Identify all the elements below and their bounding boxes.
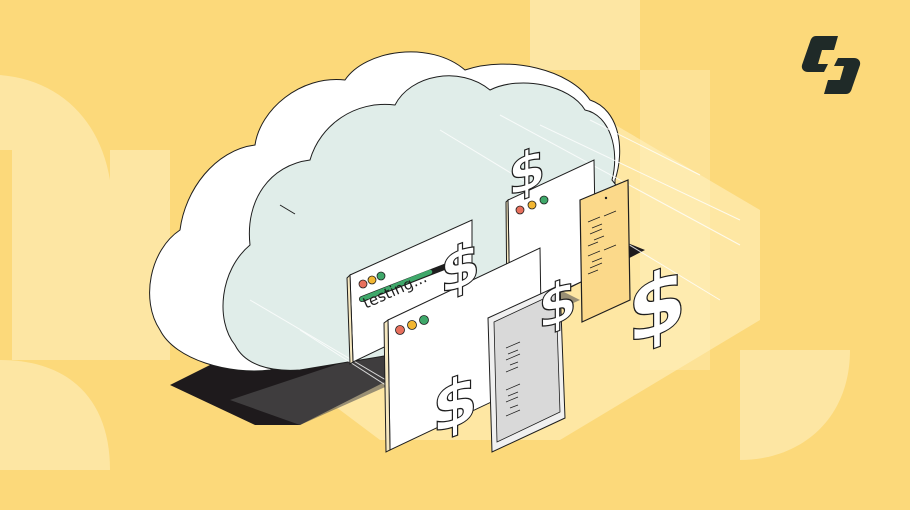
dollar-icon: $ xyxy=(440,227,480,309)
progress-fill xyxy=(359,269,433,302)
phone-code-lines xyxy=(587,210,617,275)
bg-shape-left-bottom xyxy=(0,360,110,470)
cloud-highlight xyxy=(380,57,420,66)
cloud-crease xyxy=(279,204,296,215)
maximize-dot xyxy=(539,195,549,205)
bg-shape-bottom-right xyxy=(740,350,850,460)
close-dot xyxy=(515,205,525,215)
cloud-highlight-left xyxy=(165,260,174,312)
bg-shape-top xyxy=(530,0,640,70)
brand-logo-icon xyxy=(801,36,861,94)
bg-shape-left xyxy=(0,75,170,360)
minimize-dot xyxy=(367,275,377,285)
phone-camera xyxy=(604,196,608,200)
dollar-icon: $ xyxy=(432,358,478,451)
bg-gap xyxy=(0,150,12,360)
tablet-code-lines xyxy=(505,341,521,417)
dollar-icon: $ xyxy=(627,245,687,367)
tablet-screen xyxy=(493,292,561,443)
maximize-dot xyxy=(419,315,429,325)
phone-device xyxy=(579,179,631,323)
dollar-icon: $ xyxy=(538,264,577,344)
dollar-icon: $ xyxy=(508,134,546,211)
minimize-dot xyxy=(407,320,417,330)
minimize-dot xyxy=(527,200,537,210)
close-dot xyxy=(395,325,405,335)
maximize-dot xyxy=(376,271,386,281)
close-dot xyxy=(358,279,368,289)
